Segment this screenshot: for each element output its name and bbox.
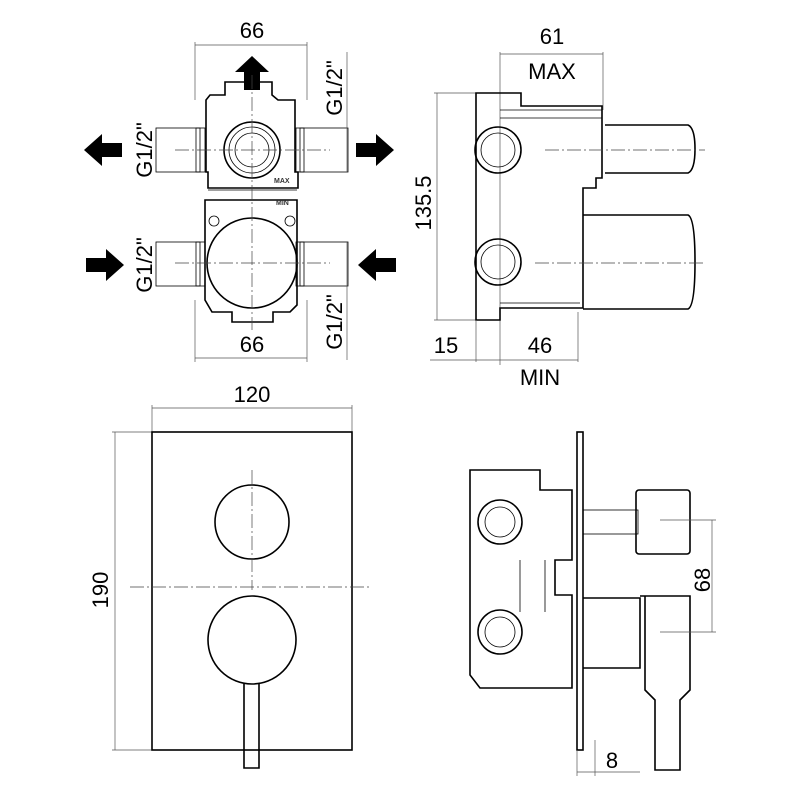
arrow-right-icon (356, 134, 394, 166)
label-lower-right-connection: G1/2" (322, 294, 347, 350)
dim-plate-thickness: 8 (606, 748, 618, 773)
mark-max: MAX (274, 178, 290, 185)
dim-depth-min: 46 (528, 333, 552, 358)
mark-min: MIN (276, 200, 289, 207)
dim-bottom-width: 66 (240, 332, 264, 357)
arrow-up-icon (235, 56, 269, 90)
label-upper-right-connection: G1/2" (322, 60, 347, 116)
dim-plate-width: 120 (234, 382, 271, 407)
front-view-box: 66 MAX MIN G1/2" G1/2" G1/2" G1/2" (84, 18, 396, 362)
front-view-plate: 120 190 (88, 382, 370, 769)
dim-depth-max: 61 (540, 24, 564, 49)
dim-plate-height: 190 (88, 572, 113, 609)
dim-depth-max-label: MAX (528, 59, 576, 84)
label-upper-left-connection: G1/2" (132, 122, 157, 178)
side-view-box: 61 MAX 135.5 15 46 MIN (411, 24, 705, 390)
dim-offset: 15 (434, 333, 458, 358)
arrow-right-icon (86, 249, 124, 281)
dim-depth-min-label: MIN (520, 365, 560, 390)
side-view-assembled: 68 8 (469, 431, 716, 776)
label-lower-left-connection: G1/2" (132, 237, 157, 293)
arrow-left-icon (358, 249, 396, 281)
dim-top-width: 66 (240, 18, 264, 43)
dim-handle-spacing: 68 (690, 568, 715, 592)
arrow-left-icon (84, 134, 122, 166)
dim-height: 135.5 (411, 175, 436, 230)
